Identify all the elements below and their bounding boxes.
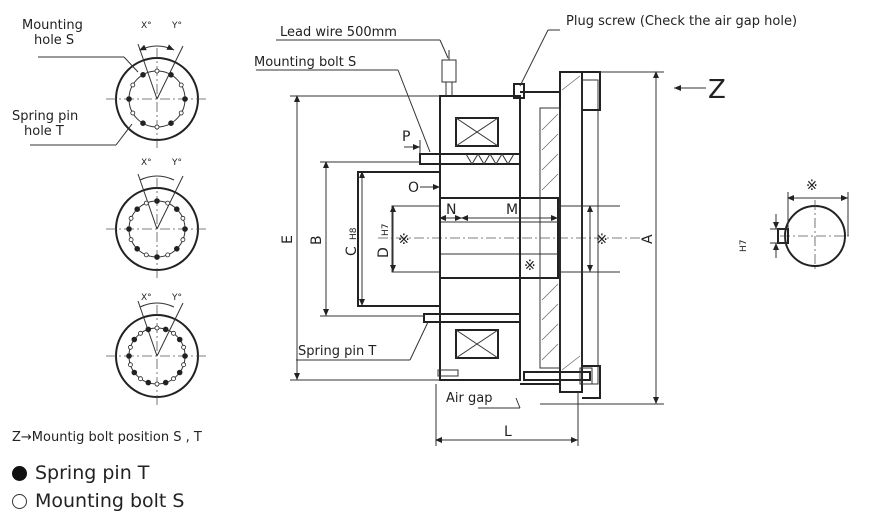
mounting-hole-marker — [130, 82, 136, 88]
spring-pin-hole-marker — [134, 246, 141, 252]
z-view-middle — [106, 173, 208, 280]
spring-pin-hole-marker — [145, 379, 152, 386]
mounting-hole-marker — [178, 82, 184, 88]
mounting-hole-marker — [180, 215, 186, 221]
z-view-arrow-label: Z — [708, 75, 726, 105]
mounting-hole-marker — [181, 362, 187, 368]
spring-pin-hole-marker — [182, 226, 188, 232]
x-angle-label: X° — [141, 21, 152, 31]
keyway-view — [770, 192, 852, 272]
spring-pin-hole-marker — [168, 120, 174, 126]
mounting-hole-marker — [154, 381, 160, 387]
mounting-hole-marker — [178, 110, 184, 116]
mounting-hole-marker — [180, 237, 186, 243]
legend-mounting-bolt: Mounting bolt S — [12, 490, 185, 512]
spring-pin-hole-marker — [126, 353, 132, 359]
dimension-lines — [290, 71, 706, 446]
legend-spring-pin: Spring pin T — [12, 462, 149, 484]
dim-o: O — [408, 180, 419, 196]
mounting-hole-marker — [138, 330, 143, 336]
z-view-bottom — [106, 300, 208, 407]
dim-d-fit: H7 — [381, 224, 391, 237]
mounting-hole-marker — [128, 215, 134, 221]
spring-pin-hole-marker — [131, 336, 138, 343]
legend-spring-pin-text: Spring pin T — [35, 462, 150, 484]
mark-d: ※ — [398, 232, 410, 248]
mounting-hole-marker — [127, 362, 133, 368]
clutch-section — [357, 50, 648, 399]
keyway-mark: ※ — [806, 178, 818, 194]
keyway-fit: H7 — [739, 240, 749, 253]
spring-pin-hole-marker — [131, 369, 138, 376]
spring-pin-hole-marker — [182, 353, 188, 359]
mounting-hole-marker — [128, 237, 134, 243]
mounting-hole-marker — [171, 376, 176, 382]
x-angle-label-3: X° — [141, 293, 152, 303]
mounting-hole-marker — [127, 344, 133, 350]
mounting-hole-marker — [143, 252, 149, 258]
legend-mounting-bolt-text: Mounting bolt S — [35, 490, 185, 512]
mounting-bolt-label: Mounting bolt S — [254, 55, 356, 70]
spring-pin-hole-marker — [126, 226, 132, 232]
y-angle-label-3: Y° — [171, 293, 182, 303]
mounting-hole-marker — [165, 200, 171, 206]
z-view-caption: Z→Mountig bolt position S , T — [12, 430, 202, 445]
mounting-hole-marker — [154, 68, 160, 74]
spring-pin-hole-marker — [162, 326, 169, 333]
plug-screw-label: Plug screw (Check the air gap hole) — [566, 14, 797, 29]
spring-pin-hole-marker — [145, 326, 152, 333]
dim-p: P — [402, 129, 410, 145]
dim-a: A — [640, 234, 656, 244]
mark-bottom: ※ — [524, 258, 536, 274]
spring-pin-hole-marker — [140, 120, 146, 126]
dim-n: N — [446, 202, 456, 218]
spring-pin-hole-marker — [162, 379, 169, 386]
mounting-hole-marker — [138, 376, 143, 382]
spring-pin-hole-marker — [134, 206, 141, 213]
spring-pin-hole-marker — [154, 254, 160, 260]
mounting-hole-marker — [130, 110, 136, 116]
y-angle-label-2: Y° — [171, 158, 182, 168]
spring-pin-hole-marker — [168, 72, 174, 78]
y-angle-label: Y° — [171, 21, 182, 31]
mounting-hole-marker — [154, 325, 160, 331]
dim-m: M — [506, 202, 518, 218]
dim-b: B — [309, 235, 325, 245]
hollow-circle-icon — [12, 493, 27, 509]
z-view-top — [106, 43, 208, 150]
filled-circle-icon — [12, 465, 27, 481]
mounting-hole-marker — [154, 124, 160, 130]
air-gap-label: Air gap — [446, 391, 492, 406]
spring-pin-hole-marker — [174, 206, 180, 213]
dim-c-fit: H8 — [349, 227, 359, 240]
dim-l: L — [504, 424, 512, 440]
spring-pin-hole-marker — [174, 246, 180, 252]
dim-e: E — [280, 235, 296, 244]
spring-pin-hole-marker — [126, 96, 132, 102]
spring-pin-hole-marker — [140, 72, 146, 78]
mounting-hole-marker — [165, 252, 171, 258]
mark-bore: ※ — [596, 232, 608, 248]
spring-pin-hole-marker — [176, 369, 183, 376]
spring-pin-hole-marker — [182, 96, 188, 102]
x-angle-label-2: X° — [141, 158, 152, 168]
dim-c: C — [344, 246, 360, 256]
lead-wire-label: Lead wire 500mm — [280, 25, 397, 40]
mounting-hole-marker — [181, 344, 187, 350]
spring-pin-hole-marker — [176, 336, 183, 343]
mounting-hole-marker — [143, 200, 149, 206]
dim-d: D — [376, 247, 392, 258]
spring-pin-label: Spring pin T — [298, 344, 376, 359]
spring-pin-hole-marker — [154, 198, 160, 204]
mounting-hole-marker — [171, 330, 176, 336]
